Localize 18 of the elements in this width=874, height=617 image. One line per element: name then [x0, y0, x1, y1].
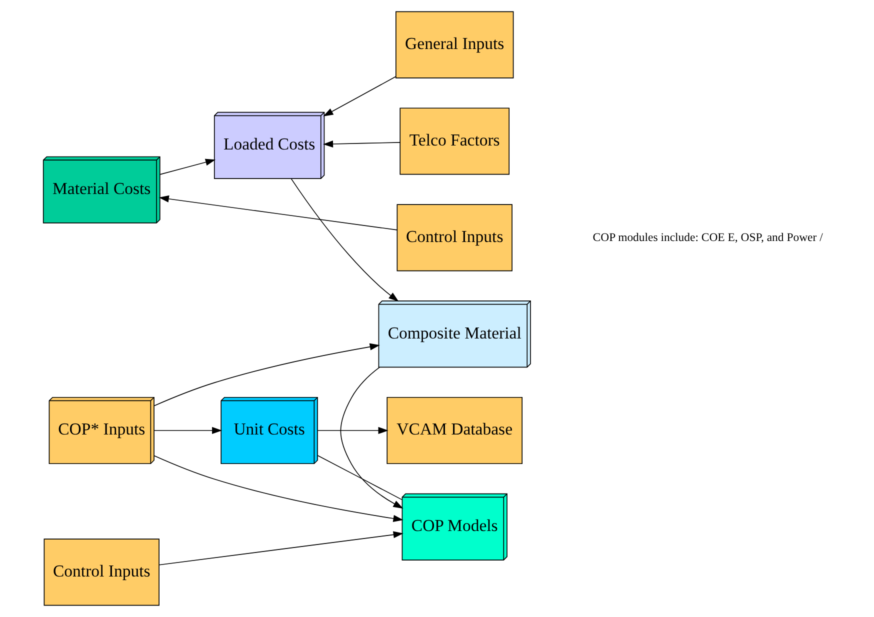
node-box: VCAM Database	[386, 396, 523, 464]
node-box: Control Inputs	[44, 538, 160, 606]
arrow	[322, 140, 400, 148]
arrow	[154, 455, 404, 522]
arrow	[158, 195, 398, 230]
node-box: Control Inputs	[396, 204, 512, 272]
arrow	[154, 426, 222, 434]
arrow	[323, 76, 396, 116]
arrow	[317, 426, 388, 434]
label: COP modules include: COE E, OSP, and Power /	[592, 230, 823, 244]
arrow	[154, 343, 380, 406]
arrow	[160, 158, 216, 175]
arrow	[290, 178, 399, 302]
node-box: General Inputs	[396, 11, 514, 78]
connector	[317, 455, 402, 500]
arrow	[340, 366, 404, 509]
arrow	[158, 531, 404, 566]
node-box: Telco Factors	[400, 108, 510, 175]
